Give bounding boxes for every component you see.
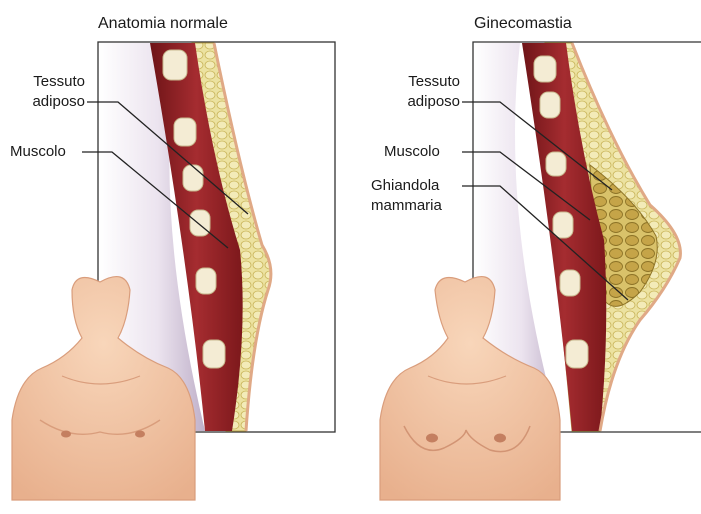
normal-anatomy-title: Anatomia normale [98, 14, 228, 34]
gynecomastia-adipose-label-line1: Tessuto [380, 72, 460, 92]
gynecomastia-title: Ginecomastia [474, 14, 572, 34]
gynecomastia-gland-label-line1: Ghiandola [371, 176, 439, 196]
gynecomastia-muscle-label: Muscolo [384, 142, 440, 162]
normal-adipose-label-line2: adiposo [10, 92, 85, 112]
gynecomastia-gland-label-line2: mammaria [371, 196, 442, 216]
gynecomastia-adipose-label-line2: adiposo [380, 92, 460, 112]
normal-adipose-label-line1: Tessuto [10, 72, 85, 92]
normal-muscle-label: Muscolo [10, 142, 66, 162]
